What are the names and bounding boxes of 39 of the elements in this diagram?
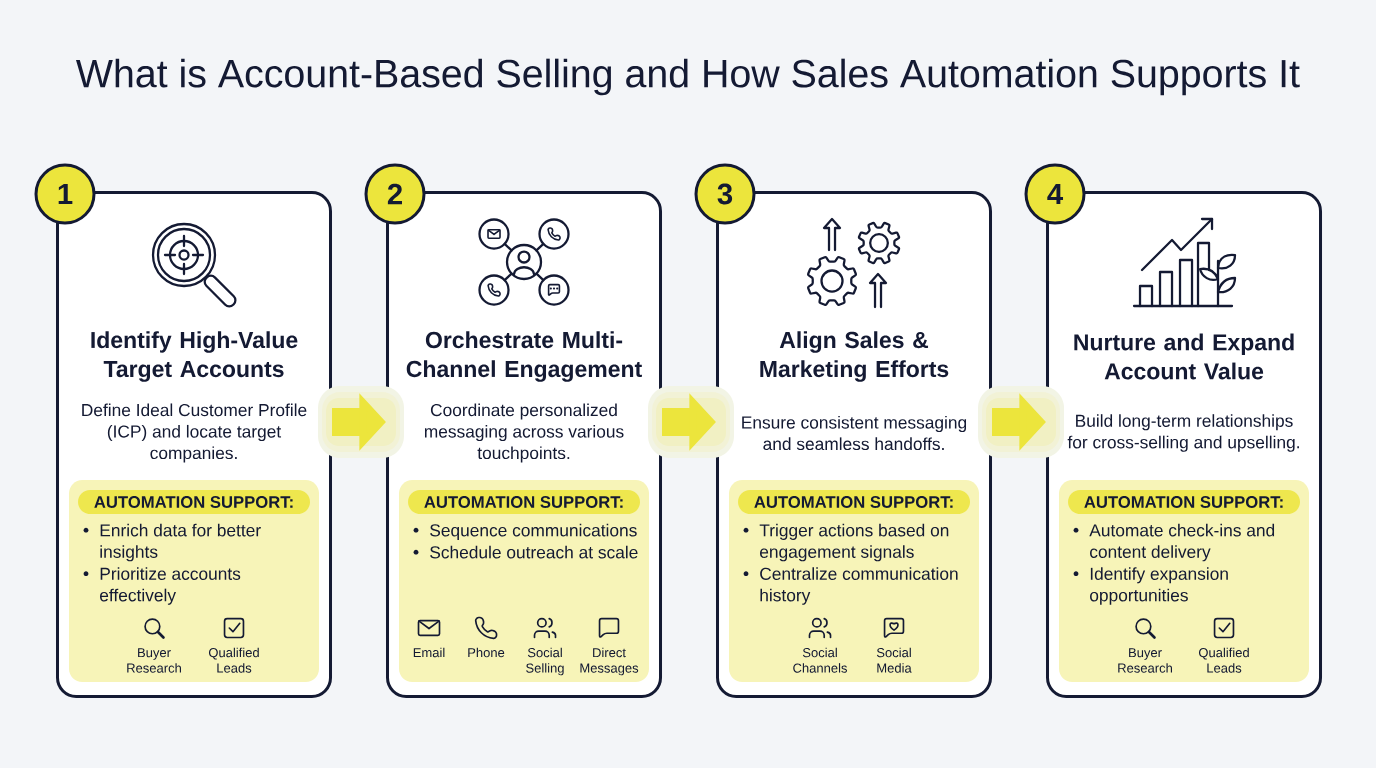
number-badge: 3 [694,163,756,225]
icon-caption: Buyer Research [127,648,181,673]
support-panel [729,480,979,682]
icon-caption: Social Media [876,647,912,673]
icon-caption: Phone [468,647,505,658]
bullet-text: Prioritize accounts effectively [100,567,241,605]
number-badge: 4 [1024,163,1086,225]
bullet-text: Automate check-ins and content delivery [1089,523,1275,562]
bullet-text: Identify expansion opportunities [1090,567,1228,605]
bullet-text: Sequence communications [430,523,637,540]
section-label: AUTOMATION SUPPORT: [738,490,970,514]
section-label: AUTOMATION SUPPORT: [408,490,640,514]
support-panel [69,480,319,682]
card-heading: Orchestrate Multi-Channel Engagement [406,331,642,382]
icon-caption: Qualified Leads [1198,647,1249,673]
icon-caption: Direct Messages [580,647,639,676]
bullet-text: Centralize communication history [760,567,958,605]
number-badge: 2 [364,163,426,225]
icon-caption: Qualified Leads [208,647,259,673]
support-panel [1059,480,1309,682]
card-description: Ensure consistent messaging and seamless handoffs. [742,415,967,451]
card-description: Define Ideal Customer Profile (ICP) and locate target companies. [82,403,307,463]
icon-caption: Social Selling [526,647,564,676]
card-heading: Nurture and Expand Account Value [1074,333,1294,380]
section-label: AUTOMATION SUPPORT: [1068,490,1300,514]
section-label: AUTOMATION SUPPORT: [78,490,310,514]
card-description: Build long-term relationships for cross-selling and upselling. [1067,414,1299,452]
card-description: Coordinate personalized messaging across various touchpoints. [424,403,624,463]
icon-caption: Buyer Research [1118,648,1172,673]
icon-caption: Email [413,647,445,658]
bullet-text: Trigger actions based on engagement signals [759,523,949,562]
icon-caption: Social Channels [793,647,847,673]
title: What is Account-Based Selling and How Sales Automation Supports It [76,58,1300,96]
card-heading: Identify High-Value Target Accounts [91,331,298,382]
support-panel [399,480,649,682]
bullet-text: Schedule outreach at scale [430,545,638,559]
card-heading: Align Sales & Marketing Efforts [760,331,949,382]
bullet-text: Enrich data for better insights [100,523,261,562]
number-badge: 1 [34,163,96,225]
